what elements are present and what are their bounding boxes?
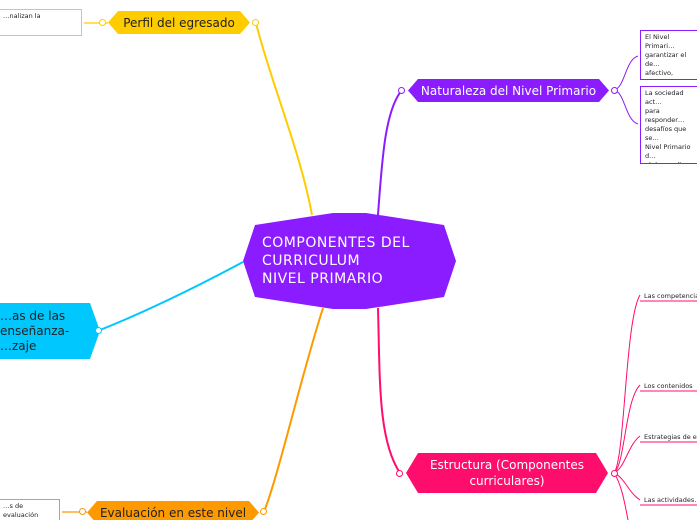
central-topic-shape xyxy=(243,213,456,309)
branch-estrategias-label: …as de las enseñanza- …zaje xyxy=(0,308,70,353)
link-estructura xyxy=(377,307,401,474)
naturaleza-note-2[interactable]: La sociedad act… para responder… desafío… xyxy=(640,86,697,164)
link-nat-note-2 xyxy=(613,89,639,125)
link-naturaleza xyxy=(377,89,403,216)
branch-estrategias[interactable]: …as de las enseñanza- …zaje xyxy=(0,303,100,359)
branch-evaluacion-label: Evaluación en este nivel xyxy=(99,505,247,520)
branch-estructura-shape xyxy=(406,453,608,493)
evaluacion-note[interactable]: …s de evaluación …n su función xyxy=(0,499,60,520)
estructura-leaf-contenidos[interactable]: Los contenidos xyxy=(644,382,693,390)
collapse-toggle-evaluacion[interactable] xyxy=(260,508,267,515)
link-est-leaf-2 xyxy=(613,384,641,474)
branch-estrategias-shape xyxy=(0,303,100,359)
branch-naturaleza-label: Naturaleza del Nivel Primario xyxy=(420,83,597,98)
collapse-toggle-naturaleza[interactable] xyxy=(398,87,405,94)
estructura-leaf-competencias[interactable]: Las competencia… xyxy=(644,292,697,300)
link-est-leaf-5 xyxy=(613,472,629,520)
branch-evaluacion-shape xyxy=(87,501,259,520)
naturaleza-note-1[interactable]: El Nivel Primari… garantizar el de… afec… xyxy=(640,30,697,80)
collapse-toggle-perfil-note[interactable] xyxy=(99,19,106,26)
branch-naturaleza-shape xyxy=(408,79,609,102)
estructura-leaf-estrategias[interactable]: Estrategias de e… xyxy=(644,433,697,441)
perfil-note[interactable]: …nalizan la xyxy=(0,9,82,36)
branch-perfil-shape xyxy=(108,11,250,34)
branch-perfil-label: Perfil del egresado xyxy=(123,15,235,30)
branch-estructura-label: Estructura (Componentes curriculares) xyxy=(429,458,585,488)
branch-perfil-del-egresado[interactable]: Perfil del egresado xyxy=(108,11,250,34)
central-topic-title: COMPONENTES DEL CURRICULUM NIVEL PRIMARI… xyxy=(262,235,410,287)
link-perfil xyxy=(255,22,313,216)
link-est-leaf-1 xyxy=(613,294,641,474)
link-estrategias xyxy=(99,261,244,331)
branch-naturaleza[interactable]: Naturaleza del Nivel Primario xyxy=(408,79,609,102)
branch-evaluacion[interactable]: Evaluación en este nivel xyxy=(87,501,259,520)
link-est-leaf-4 xyxy=(613,472,641,501)
collapse-toggle-perfil[interactable] xyxy=(252,19,259,26)
collapse-toggle-naturaleza-notes[interactable] xyxy=(611,87,618,94)
estructura-leaf-actividades[interactable]: Las actividades… xyxy=(644,496,697,504)
link-nat-note-1 xyxy=(613,55,639,91)
collapse-toggle-estructura[interactable] xyxy=(396,470,403,477)
collapse-toggle-estructura-leaves[interactable] xyxy=(611,470,618,477)
collapse-toggle-estrategias[interactable] xyxy=(95,327,102,334)
collapse-toggle-evaluacion-note[interactable] xyxy=(79,508,86,515)
link-evaluacion xyxy=(263,307,324,513)
central-topic[interactable]: COMPONENTES DEL CURRICULUM NIVEL PRIMARI… xyxy=(243,213,456,309)
branch-estructura[interactable]: Estructura (Componentes curriculares) xyxy=(406,453,608,493)
